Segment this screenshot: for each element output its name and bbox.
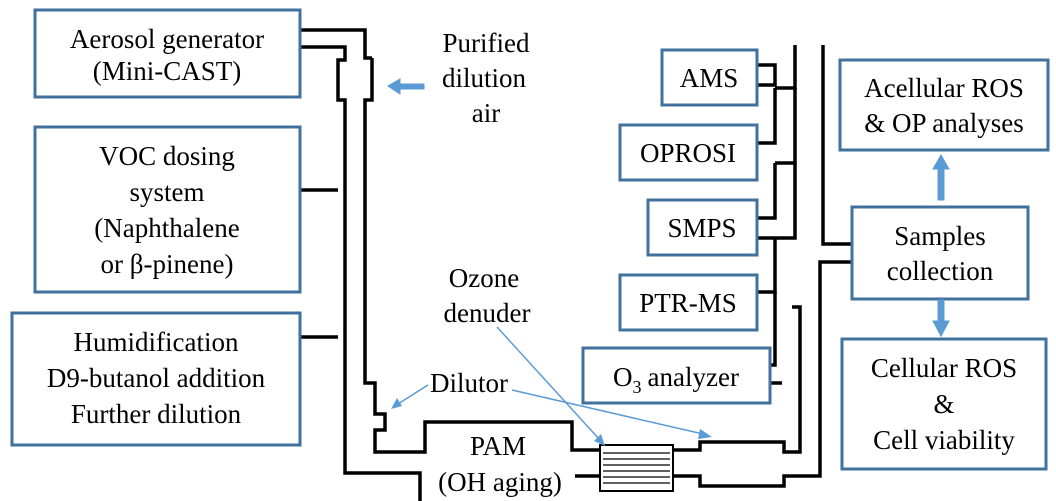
ozone-line-2: denuder <box>444 298 531 328</box>
box-ams: AMS <box>660 48 759 107</box>
o3-subscript: 3 <box>633 377 642 397</box>
leader-dilutor-right <box>511 389 704 435</box>
leader-dilutor-right-head <box>698 429 712 439</box>
label-dilutor: Dilutor <box>430 368 508 398</box>
pam-line-1: PAM <box>470 431 526 461</box>
acellular-line-2: & OP analyses <box>864 108 1023 138</box>
cellular-line-1: Cellular ROS <box>871 353 1017 383</box>
aerosol-line-1: Aerosol generator <box>70 24 264 54</box>
voc-line-3: (Naphthalene <box>94 213 239 243</box>
pipe-ptr <box>757 238 777 294</box>
pipe-smps <box>757 163 797 240</box>
purified-line-3: air <box>472 98 500 128</box>
ams-label: AMS <box>680 63 739 93</box>
box-cellular: Cellular ROS & Cell viability <box>840 337 1048 471</box>
box-samples-collection: Samples collection <box>850 205 1030 301</box>
o3-prefix: O <box>613 362 633 392</box>
ozone-line-1: Ozone <box>449 263 519 293</box>
box-aerosol-generator: Aerosol generator (Mini-CAST) <box>33 8 302 99</box>
o3-analyzer-label: O3 analyzer <box>613 362 739 397</box>
aerosol-line-2: (Mini-CAST) <box>93 56 242 86</box>
purified-line-2: dilution <box>442 63 527 93</box>
left-arrow-icon <box>387 78 425 95</box>
pipe-manifold-right <box>775 45 797 90</box>
voc-line-1: VOC dosing <box>99 141 235 171</box>
pipe-dilution-main <box>363 58 600 454</box>
label-ozone-denuder: Ozone denuder <box>444 263 531 328</box>
pipe-oprosi <box>757 88 797 165</box>
samples-line-1: Samples <box>894 221 986 251</box>
leader-dilutor-left-head <box>391 398 402 409</box>
ptr-ms-label: PTR-MS <box>639 288 737 318</box>
pipe-network <box>300 28 852 501</box>
humid-line-2: D9-butanol addition <box>47 363 266 393</box>
purified-line-1: Purified <box>443 28 530 58</box>
pipe-o3 <box>770 292 782 385</box>
oprosi-label: OPROSI <box>640 138 736 168</box>
box-o3-analyzer: O3 analyzer <box>581 346 772 405</box>
label-pam: PAM (OH aging) <box>438 431 562 497</box>
pipe-ams <box>757 63 777 87</box>
voc-line-4: or β-pinene) <box>101 249 234 279</box>
pipe-denuder-top-out <box>673 305 802 454</box>
box-smps: SMPS <box>646 198 759 257</box>
smps-label: SMPS <box>667 213 736 243</box>
box-ptr-ms: PTR-MS <box>618 273 759 332</box>
pipe-aerosol-1 <box>300 28 372 60</box>
box-humidification: Humidification D9-butanol addition Furth… <box>10 311 302 447</box>
humid-line-1: Humidification <box>74 327 239 357</box>
leader-lines <box>391 326 712 446</box>
leader-ozone <box>496 326 601 441</box>
pipe-lower-left <box>343 450 422 501</box>
leader-dilutor-left <box>397 384 429 405</box>
o3-word: analyzer <box>648 362 739 392</box>
box-acellular: Acellular ROS & OP analyses <box>838 58 1050 152</box>
leader-ozone-head <box>594 434 605 446</box>
samples-line-2: collection <box>887 256 994 286</box>
humid-line-3: Further dilution <box>71 399 242 429</box>
up-arrow-icon <box>932 153 950 201</box>
acellular-line-1: Acellular ROS <box>864 73 1024 103</box>
pipe-denuder-bottom-out <box>673 260 852 488</box>
voc-line-2: system <box>129 177 204 207</box>
box-voc-dosing: VOC dosing system (Naphthalene or β-pine… <box>33 125 302 294</box>
cellular-line-2: & <box>933 389 954 419</box>
ozone-denuder-device <box>599 444 674 492</box>
down-arrow-icon <box>932 299 950 338</box>
label-purified-air: Purified dilution air <box>442 28 530 128</box>
cellular-line-3: Cell viability <box>873 425 1015 455</box>
pam-line-2: (OH aging) <box>438 467 562 497</box>
pipe-samples-top <box>821 45 852 246</box>
pipe-aerosol-2 <box>300 45 347 450</box>
box-oprosi: OPROSI <box>618 123 759 182</box>
